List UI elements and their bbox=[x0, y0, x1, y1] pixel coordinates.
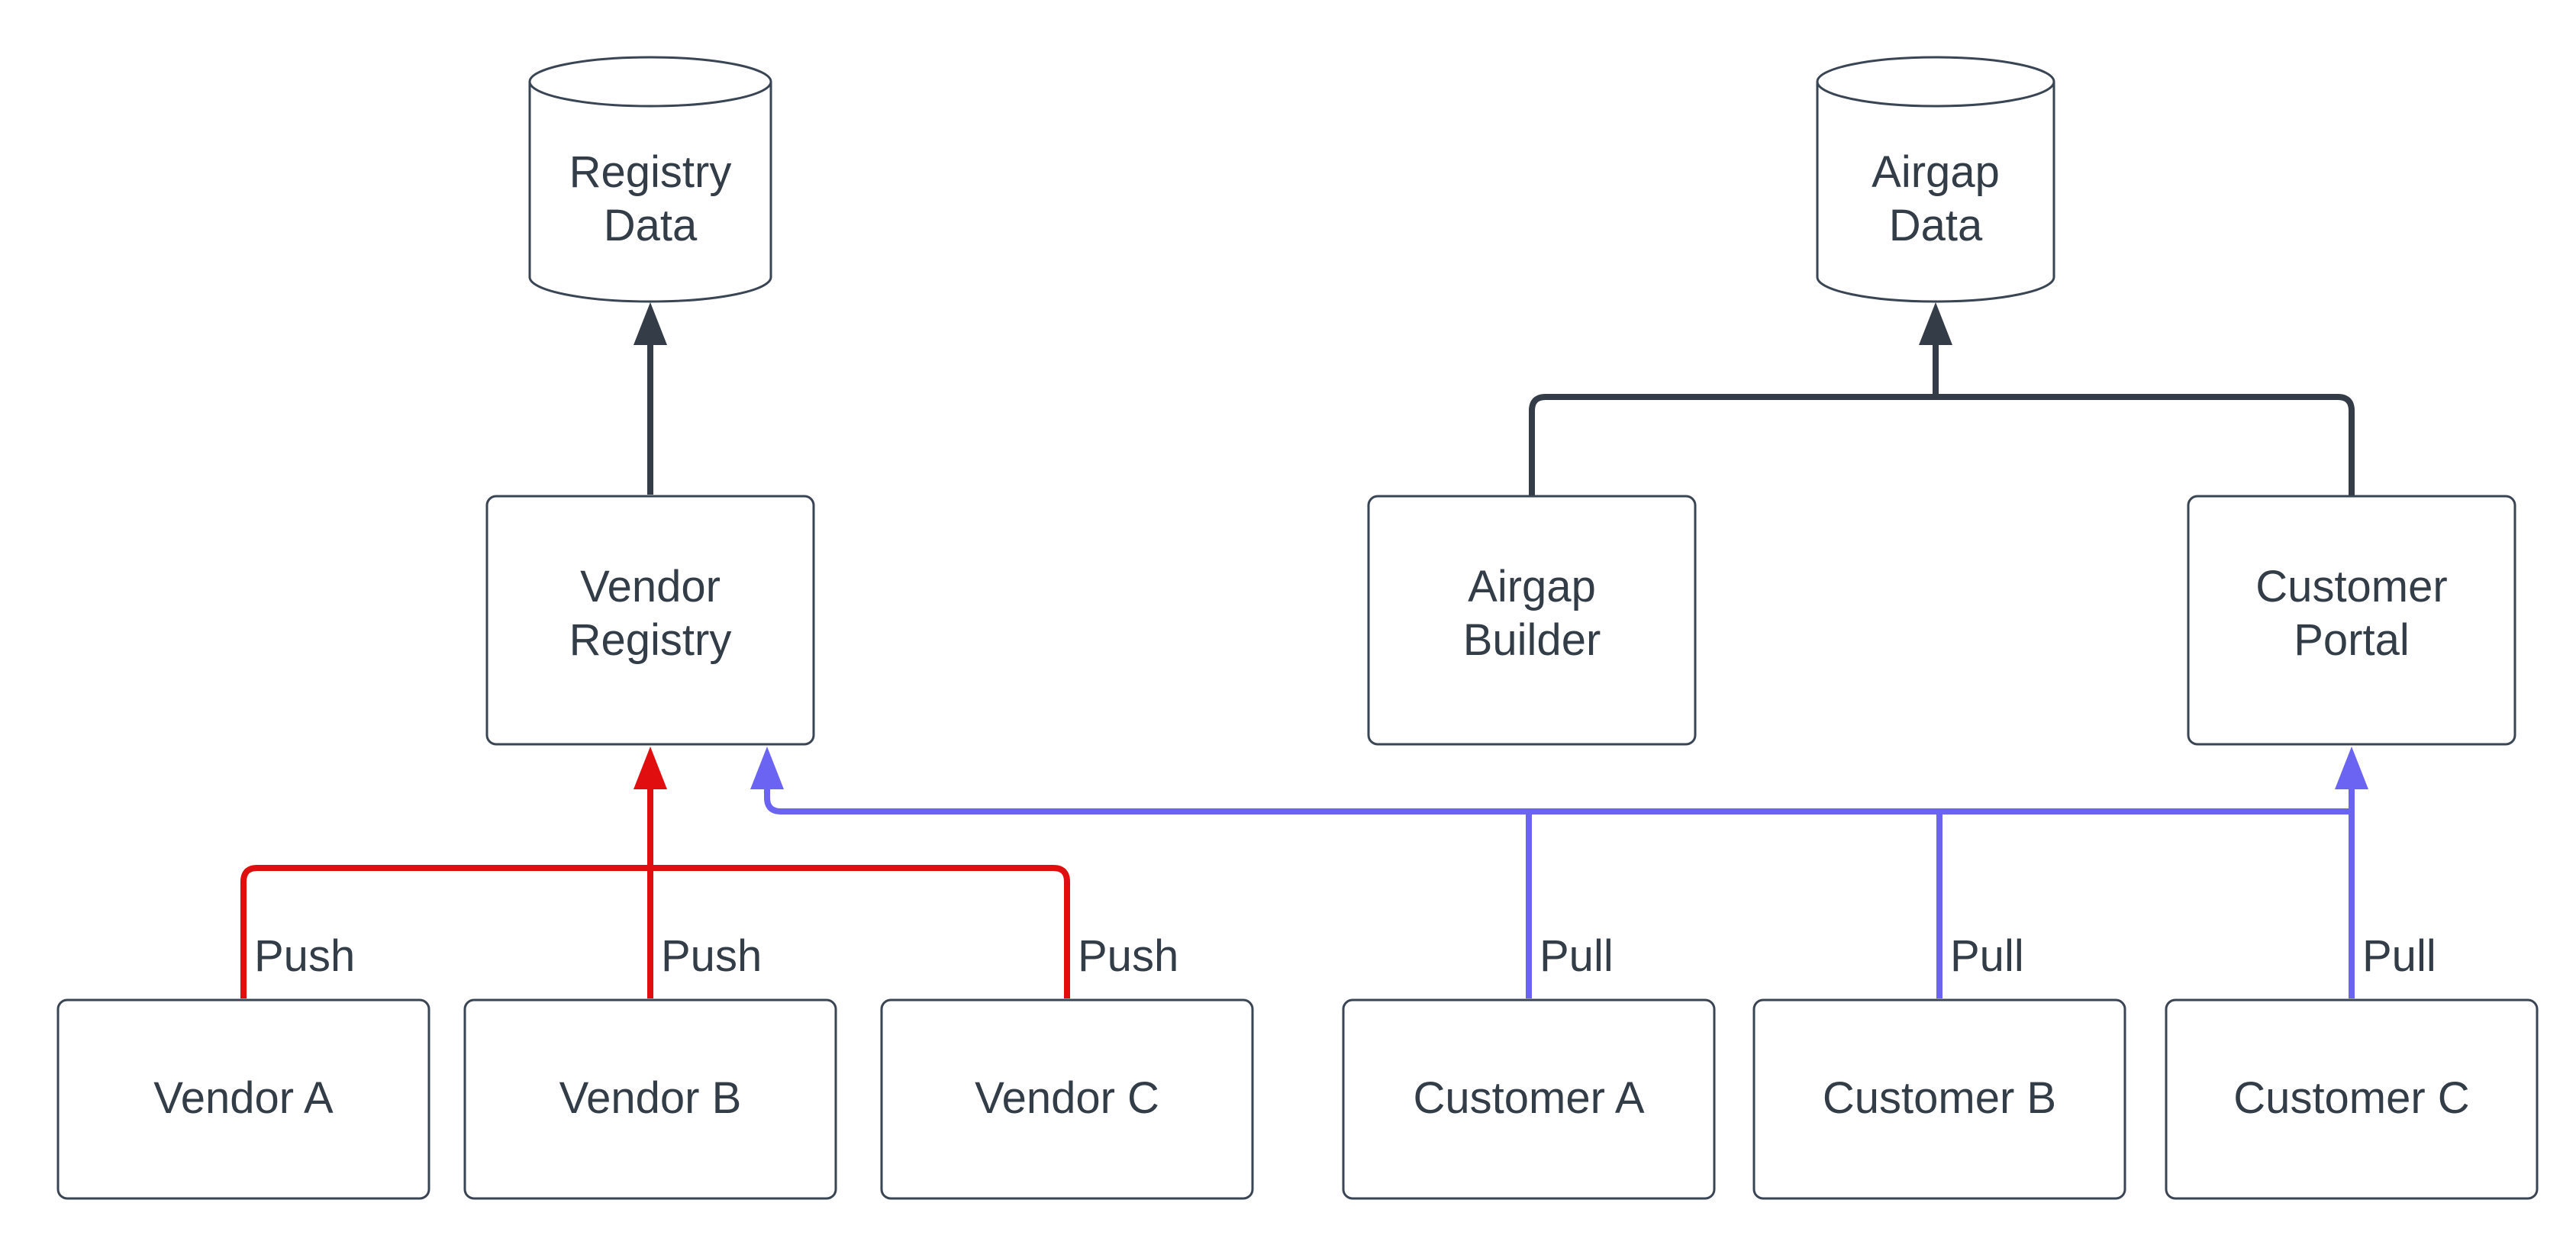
edge-label-push-vendor-c: Push bbox=[1078, 931, 1178, 981]
node-vendor-c-label: Vendor C bbox=[975, 1073, 1159, 1123]
node-customer-c-box bbox=[2165, 998, 2539, 1200]
edge-label-push-vendor-a: Push bbox=[254, 931, 355, 981]
edge-label-pull-customer-a: Pull bbox=[1539, 931, 1614, 981]
arrowhead-up-customer-portal-icon bbox=[2335, 747, 2368, 789]
edge-label-push-vendor-b: Push bbox=[661, 931, 762, 981]
node-airgap-builder-label-line2: Builder bbox=[1463, 615, 1601, 665]
node-customer-portal-box bbox=[2187, 495, 2516, 746]
node-customer-portal-label-line2: Portal bbox=[2294, 615, 2410, 665]
node-vendor-a: Vendor A bbox=[56, 998, 430, 1200]
node-customer-b-box bbox=[1752, 998, 2126, 1200]
node-customer-c: Customer C bbox=[2165, 998, 2539, 1200]
node-vendor-a-label: Vendor A bbox=[153, 1073, 334, 1123]
node-layer: Registry Data Airgap Data Vendor Registr… bbox=[56, 56, 2539, 1200]
arrowhead-up-vendor-registry-icon bbox=[634, 747, 667, 789]
node-vendor-registry-label-line2: Registry bbox=[569, 615, 732, 665]
node-airgap-builder-label-line1: Airgap bbox=[1468, 562, 1596, 611]
edge-layer bbox=[240, 302, 2368, 998]
edge-label-pull-customer-c: Pull bbox=[2362, 931, 2436, 981]
node-customer-a-box bbox=[1342, 998, 1716, 1200]
database-cylinder-icon bbox=[528, 82, 772, 303]
node-airgap-builder: Airgap Builder bbox=[1367, 495, 1697, 746]
database-cylinder-icon bbox=[1816, 82, 2055, 303]
arrowhead-up-vendor-registry-blue-icon bbox=[750, 747, 784, 789]
node-airgap-builder-box bbox=[1367, 495, 1697, 746]
node-customer-portal-label-line1: Customer bbox=[2255, 562, 2447, 611]
node-customer-a-label: Customer A bbox=[1414, 1073, 1645, 1123]
database-cylinder-top-icon bbox=[528, 56, 772, 108]
edge-label-layer: Push Push Push Pull Pull Pull bbox=[254, 931, 2436, 981]
edge-label-pull-customer-b: Pull bbox=[1950, 931, 2024, 981]
node-vendor-c: Vendor C bbox=[880, 998, 1254, 1200]
arrowhead-up-registry-data-icon bbox=[634, 302, 667, 345]
node-vendor-b: Vendor B bbox=[463, 998, 837, 1200]
node-vendor-b-box bbox=[463, 998, 837, 1200]
node-customer-a: Customer A bbox=[1342, 998, 1716, 1200]
node-airgap-data: Airgap Data bbox=[1816, 56, 2055, 303]
arrowhead-up-airgap-data-icon bbox=[1919, 302, 1952, 345]
node-registry-data: Registry Data bbox=[528, 56, 772, 303]
node-registry-data-label-line2: Data bbox=[604, 201, 698, 250]
edge-airgap-builder-portal-trunk bbox=[1529, 394, 2355, 496]
edge-push-trunk bbox=[240, 865, 1070, 998]
node-vendor-registry: Vendor Registry bbox=[485, 495, 815, 746]
node-vendor-c-box bbox=[880, 998, 1254, 1200]
node-vendor-b-label: Vendor B bbox=[559, 1073, 742, 1123]
node-customer-b-label: Customer B bbox=[1823, 1073, 2056, 1123]
database-cylinder-top-icon bbox=[1816, 56, 2055, 108]
node-vendor-a-box bbox=[56, 998, 430, 1200]
node-customer-c-label: Customer C bbox=[2233, 1073, 2469, 1123]
node-registry-data-label-line1: Registry bbox=[569, 147, 732, 197]
edge-pull-trunk bbox=[764, 788, 2352, 814]
node-vendor-registry-label-line1: Vendor bbox=[580, 562, 721, 611]
node-airgap-data-label-line2: Data bbox=[1889, 201, 1983, 250]
node-vendor-registry-box bbox=[485, 495, 815, 746]
node-airgap-data-label-line1: Airgap bbox=[1872, 147, 2000, 197]
node-customer-b: Customer B bbox=[1752, 998, 2126, 1200]
node-customer-portal: Customer Portal bbox=[2187, 495, 2516, 746]
